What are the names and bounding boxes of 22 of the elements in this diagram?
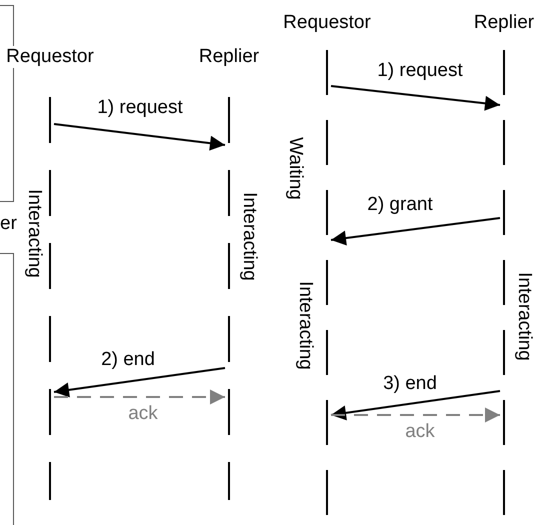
message-arrow bbox=[330, 85, 500, 111]
dashed-arrow bbox=[54, 390, 225, 404]
dashed-arrow bbox=[331, 408, 500, 422]
lifeline-header: Replier bbox=[198, 46, 260, 68]
lifeline bbox=[225, 97, 233, 500]
edge-label: 3) end bbox=[381, 374, 439, 393]
lifeline bbox=[46, 97, 54, 500]
state-label: Interacting bbox=[296, 280, 314, 370]
state-label: Interacting bbox=[240, 192, 258, 280]
message-arrow bbox=[54, 123, 226, 151]
state-label: Interacting bbox=[514, 272, 534, 360]
message-arrow bbox=[330, 217, 500, 246]
state-label: Waiting bbox=[286, 136, 304, 200]
edge-label: 2) grant bbox=[365, 195, 435, 214]
state-label: Interacting bbox=[24, 188, 44, 278]
message-arrow bbox=[54, 367, 226, 398]
lifeline-header: Requestor bbox=[283, 12, 371, 34]
text-fragment: er bbox=[0, 213, 17, 235]
lifeline-header: Requestor bbox=[6, 46, 94, 68]
lifeline-header: Replier bbox=[474, 12, 534, 34]
edge-label: 2) end bbox=[99, 350, 157, 369]
message-arrow bbox=[330, 390, 500, 420]
